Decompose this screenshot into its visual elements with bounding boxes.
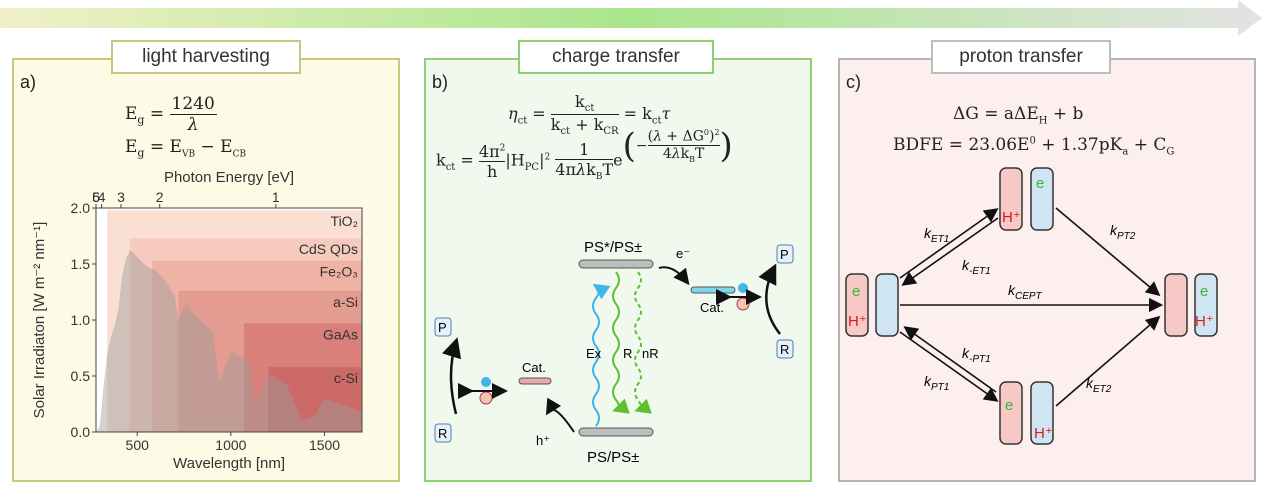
nr-label: nR (642, 346, 659, 361)
reactant-label-right: R (780, 342, 789, 357)
band-label-5: GaAs (323, 326, 358, 342)
cat-label-left: Cat. (522, 360, 546, 375)
k-cept: kCEPT (1008, 282, 1043, 302)
spectrum-area (96, 250, 362, 432)
top-tick-label-3: 4 (98, 189, 106, 205)
ps-ground-level (578, 427, 654, 437)
y-tick-label-3: 1.0 (71, 312, 91, 328)
product-box-right (776, 244, 794, 264)
k-et2: kET2 (1086, 375, 1112, 395)
bandgap-equation: Eg = 1240 λ (125, 94, 217, 135)
excitation-arrow (592, 283, 611, 427)
electron-icon-right (738, 283, 748, 293)
band-label-6: c-Si (334, 370, 358, 386)
ps-excited-label: PS*/PS± (584, 239, 642, 256)
x-axis-label: Wavelength [nm] (173, 455, 285, 472)
top-tick-label-5: 2 (156, 189, 164, 205)
left-h: H⁺ (848, 313, 867, 330)
bottom-h: H⁺ (1034, 425, 1053, 442)
proton-icon-left (479, 391, 493, 405)
marcus-equation: kct = 4π2 h |HPC|2 1 4πλkBT e (− (λ + ΔG… (436, 126, 733, 183)
bdfe-equation: BDFE = 23.06E0 + 1.37pKa + CG (893, 135, 1175, 158)
top-tick-label-2: 5 (92, 189, 100, 205)
panel-b-letter: b) (432, 72, 449, 92)
reaction-arrow-left (441, 337, 462, 415)
panel-c-title: proton transfer (931, 40, 1111, 74)
right-h: H⁺ (1195, 313, 1214, 330)
hole-transfer-arrow (545, 397, 575, 433)
band-label-1: TiO₂ (331, 213, 358, 229)
y-tick-label-5: 2.0 (71, 200, 91, 216)
y-tick-label-4: 1.5 (71, 256, 91, 272)
reactant-box-left (434, 423, 452, 443)
top-tick-label-4: 3 (117, 189, 125, 205)
left-e: e (852, 283, 860, 300)
y-axis-label: Solar Irradiaton [W m⁻² nm⁻¹] (31, 222, 48, 419)
panel-a-letter: a) (20, 72, 37, 92)
top-e: e (1036, 175, 1044, 192)
ps-excited-level (578, 259, 654, 269)
radiative-arrow (612, 271, 630, 414)
panel-a-title: light harvesting (111, 40, 301, 74)
panel-b-title: charge transfer (518, 40, 714, 74)
top-tick-label-6: 1 (272, 189, 280, 205)
y-tick-label-2: 0.5 (71, 368, 91, 384)
bottom-e: e (1005, 397, 1013, 414)
x-tick-label-2: 1000 (215, 437, 246, 453)
efficiency-equation: ηct = kct kct + kCR = kctτ (508, 92, 671, 138)
nonradiative-arrow (634, 271, 652, 414)
top-axis-label: Photon Energy [eV] (164, 169, 294, 186)
bandgap-vb-cb-equation: Eg = EVB − ECB (125, 137, 247, 160)
cat-level-right (690, 286, 736, 294)
k-minus-pt1: k-PT1 (962, 345, 991, 365)
right-e: e (1200, 283, 1208, 300)
cat-label-right: Cat. (700, 300, 724, 315)
electron-icon-left (481, 377, 491, 387)
k-pt1: kPT1 (924, 373, 949, 393)
reactant-box-right (776, 339, 794, 359)
k-minus-et1: k-ET1 (962, 257, 991, 277)
electron-transfer-arrow (658, 266, 690, 286)
ps-ground-label: PS/PS± (587, 449, 639, 466)
r-label: R (623, 346, 632, 361)
reaction-arrow-right (758, 263, 781, 335)
band-label-4: a-Si (333, 294, 358, 310)
cat-level-left (518, 377, 552, 385)
top-h: H⁺ (1002, 209, 1021, 226)
e-minus-label: e⁻ (676, 246, 690, 261)
proton-icon-right (736, 297, 750, 311)
reactant-label-left: R (438, 426, 447, 441)
top-tick-label-1: 6 (92, 189, 100, 205)
panel-c-letter: c) (846, 72, 861, 92)
band-6 (268, 367, 362, 432)
ex-label: Ex (586, 346, 602, 361)
k-pt2: kPT2 (1110, 222, 1136, 242)
band-label-3: Fe₂O₃ (320, 264, 358, 280)
proton-transfer-diagram: e H⁺ H⁺ e e H⁺ e H⁺ kET1 k-ET1 kPT2 kCEP… (845, 167, 1218, 445)
free-energy-equation: ΔG = aΔEH + b (953, 104, 1084, 127)
x-tick-label-3: 1500 (309, 437, 340, 453)
product-label-left: P (438, 320, 447, 335)
h-plus-label: h⁺ (536, 433, 550, 448)
k-et1: kET1 (924, 225, 949, 245)
charge-transfer-diagram: PS*/PS± PS/PS± Ex R nR Cat. e⁻ P R Cat. … (434, 239, 794, 466)
band-label-2: CdS QDs (299, 241, 358, 257)
x-tick-label-1: 500 (126, 437, 150, 453)
product-label-right: P (780, 247, 789, 262)
product-box-left (434, 317, 452, 337)
y-tick-label-1: 0.0 (71, 424, 91, 440)
process-arrow (0, 0, 1262, 36)
